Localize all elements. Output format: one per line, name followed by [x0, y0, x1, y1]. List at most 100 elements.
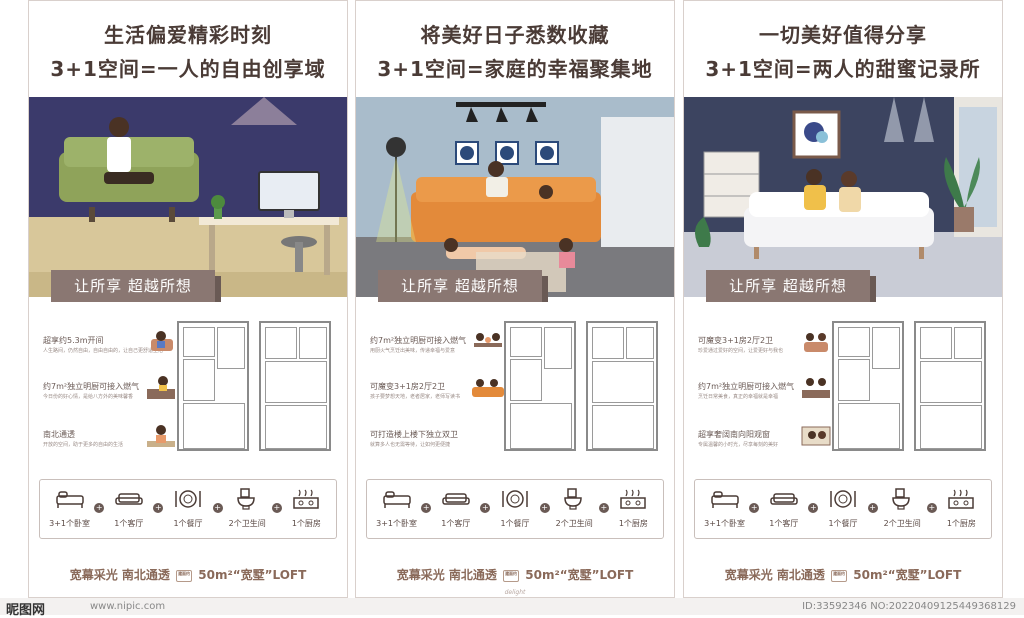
feature-item: 可魔变3+1房2厅2卫 珍爱通过爱好的空间，让爱更好与我也: [698, 333, 838, 355]
floor-plan-upper: [259, 321, 331, 451]
plate-cutlery-icon: [502, 490, 528, 508]
poster-subheadline: 3+1空间=一人的自由创享域: [50, 57, 326, 81]
footer-text-1: 宽幕采光 南北通透: [724, 568, 825, 582]
floor-plan-lower: [177, 321, 249, 451]
feature-desc: 就算多人也无需等待，让如何更便捷: [370, 442, 451, 448]
poster-subheadline: 3+1空间=家庭的幸福聚集地: [377, 57, 653, 81]
living-room-illustration: [29, 97, 347, 297]
tagline-banner: 让所享 超越所想: [51, 270, 221, 302]
feature-item: 约7m²独立明厨可接入燃气 今日份的好心情，是给八方外的美味馨香: [43, 376, 183, 401]
footer-slogan: 宽幕采光 南北通透 建面约 50m²“宽墅”LOFT: [356, 566, 674, 583]
stove-icon: [948, 489, 975, 509]
feature-item: 约7m²独立明厨可接入燃气 用厨火气烹饪出美味，传递幸福与爱意: [370, 333, 510, 355]
watermark-id: ID:33592346 NO:20220409125449368129: [802, 601, 1016, 612]
room-dining: 1个餐厅: [485, 480, 544, 538]
poster-headline: 生活偏爱精彩时刻: [104, 23, 272, 47]
floor-plan-lower: [504, 321, 576, 451]
feature-desc: 开放的空间，助于更多的自由的生活: [43, 442, 124, 448]
feature-title: 约7m²独立明厨可接入燃气: [698, 382, 795, 391]
family-room-illustration: [356, 97, 674, 297]
bed-icon: [382, 491, 411, 508]
footer-text-1: 宽幕采光 南北通透: [69, 568, 170, 582]
stove-icon: [620, 489, 647, 509]
room-label: 1个厨房: [618, 519, 648, 528]
room-label: 1个餐厅: [828, 519, 858, 528]
feature-title: 可魔变3+1房2厅2卫: [698, 336, 774, 345]
feature-title: 超享约5.3m开间: [43, 336, 104, 345]
room-summary: 3+1个卧室 + 1个客厅 + 1个餐厅 + 2个卫生间 + 1个厨房: [366, 479, 664, 539]
room-dining: 1个餐厅: [813, 480, 872, 538]
plate-cutlery-icon: [175, 490, 201, 508]
watermark-url: www.nipic.com: [90, 601, 166, 612]
toilet-icon: [237, 488, 255, 510]
feature-desc: 专属温馨的小时光，尽享每刻的美好: [698, 442, 779, 448]
room-living: 1个客厅: [426, 480, 485, 538]
floor-plan-upper: [586, 321, 658, 451]
footer-text-1: 宽幕采光 南北通透: [396, 568, 497, 582]
room-dining: 1个餐厅: [158, 480, 217, 538]
room-bedroom: 3+1个卧室: [695, 480, 754, 538]
feature-item: 约7m²独立明厨可接入燃气 烹饪日常美食，真正的幸福就是幸福: [698, 378, 838, 401]
room-label: 1个客厅: [114, 519, 144, 528]
cooking-couple-icon: [802, 378, 830, 398]
family-sofa-icon: [472, 379, 504, 397]
floor-plan-upper: [914, 321, 986, 451]
room-label: 1个厨房: [946, 519, 976, 528]
sofa-icon: [770, 493, 798, 505]
poster-subheadline: 3+1空间=两人的甜蜜记录所: [705, 57, 981, 81]
feature-title: 可打造楼上楼下独立双卫: [370, 430, 458, 439]
footer-text-2: 50m²“宽墅”LOFT: [525, 568, 634, 582]
watermark-bar: 昵图网 www.nipic.com ID:33592346 NO:2022040…: [0, 598, 1024, 618]
room-label: 1个厨房: [291, 519, 321, 528]
footer-text-2: 50m²“宽墅”LOFT: [853, 568, 962, 582]
feature-title: 约7m²独立明厨可接入燃气: [370, 336, 467, 345]
room-label: 3+1个卧室: [49, 519, 91, 528]
room-label: 3+1个卧室: [704, 519, 746, 528]
room-label: 1个餐厅: [173, 519, 203, 528]
feature-title: 约7m²独立明厨可接入燃气: [43, 382, 140, 391]
room-bedroom: 3+1个卧室: [40, 480, 99, 538]
cooking-icon: [147, 376, 175, 399]
room-summary: 3+1个卧室 + 1个客厅 + 1个餐厅 + 2个卫生间 + 1个厨房: [39, 479, 337, 539]
room-label: 2个卫生间: [555, 519, 593, 528]
feature-item: 可魔变3+1房2厅2卫 孩子要梦想天地，老者居家，老师写读书: [370, 379, 510, 401]
couple-room-illustration: [684, 97, 1002, 297]
poster-1: 生活偏爱精彩时刻 3+1空间=一人的自由创享域 让所享 超越所想 超享约5.3m…: [28, 0, 348, 598]
room-label: 1个客厅: [441, 519, 471, 528]
room-bathroom: 2个卫生间: [218, 480, 277, 538]
room-kitchen: 1个厨房: [604, 480, 663, 538]
footer-slogan: 宽幕采光 南北通透 建面约 50m²“宽墅”LOFT: [29, 566, 347, 583]
room-bedroom: 3+1个卧室: [367, 480, 426, 538]
dining-family-icon: [474, 333, 502, 347]
room-summary: 3+1个卧室 + 1个客厅 + 1个餐厅 + 2个卫生间 + 1个厨房: [694, 479, 992, 539]
sitting-person-icon: [147, 425, 175, 447]
toilet-icon: [892, 488, 910, 510]
feature-item: 超享奢阔南向阳观窗 专属温馨的小时光，尽享每刻的美好: [698, 426, 838, 449]
bed-icon: [55, 491, 84, 508]
feature-desc: 用厨火气烹饪出美味，传递幸福与爱意: [370, 348, 456, 354]
poster-headline: 将美好日子悉数收藏: [420, 23, 610, 47]
room-kitchen: 1个厨房: [932, 480, 991, 538]
couple-icon: [804, 333, 828, 352]
feature-item: 超享约5.3m开间 人生路间，仍然自由，自由自由的，让自己更舒适生活: [43, 331, 183, 355]
room-label: 2个卫生间: [228, 519, 266, 528]
tagline-banner: 让所享 超越所想: [378, 270, 548, 302]
poster-3: 一切美好值得分享 3+1空间=两人的甜蜜记录所 让所享 超越所想 可魔变3+1房…: [683, 0, 1003, 598]
feature-item: 可打造楼上楼下独立双卫 就算多人也无需等待，让如何更便捷: [370, 429, 510, 449]
poster-2: 将美好日子悉数收藏 3+1空间=家庭的幸福聚集地 让所享 超越所想 约7m²独立…: [355, 0, 675, 598]
poster-headline: 一切美好值得分享: [759, 23, 927, 47]
feature-title: 可魔变3+1房2厅2卫: [370, 382, 446, 391]
tagline-banner: 让所享 超越所想: [706, 270, 876, 302]
room-label: 3+1个卧室: [376, 519, 418, 528]
signature-script: delight: [504, 589, 526, 596]
room-bathroom: 2个卫生间: [545, 480, 604, 538]
stove-icon: [293, 489, 320, 509]
toilet-icon: [564, 488, 582, 510]
window-seat-icon: [801, 426, 831, 446]
feature-item: 南北通透 开放的空间，助于更多的自由的生活: [43, 425, 183, 449]
room-label: 2个卫生间: [883, 519, 921, 528]
feature-desc: 烹饪日常美食，真正的幸福就是幸福: [698, 394, 779, 400]
bed-icon: [710, 491, 739, 508]
area-badge: 建面约: [176, 569, 193, 582]
sofa-icon: [115, 493, 143, 505]
